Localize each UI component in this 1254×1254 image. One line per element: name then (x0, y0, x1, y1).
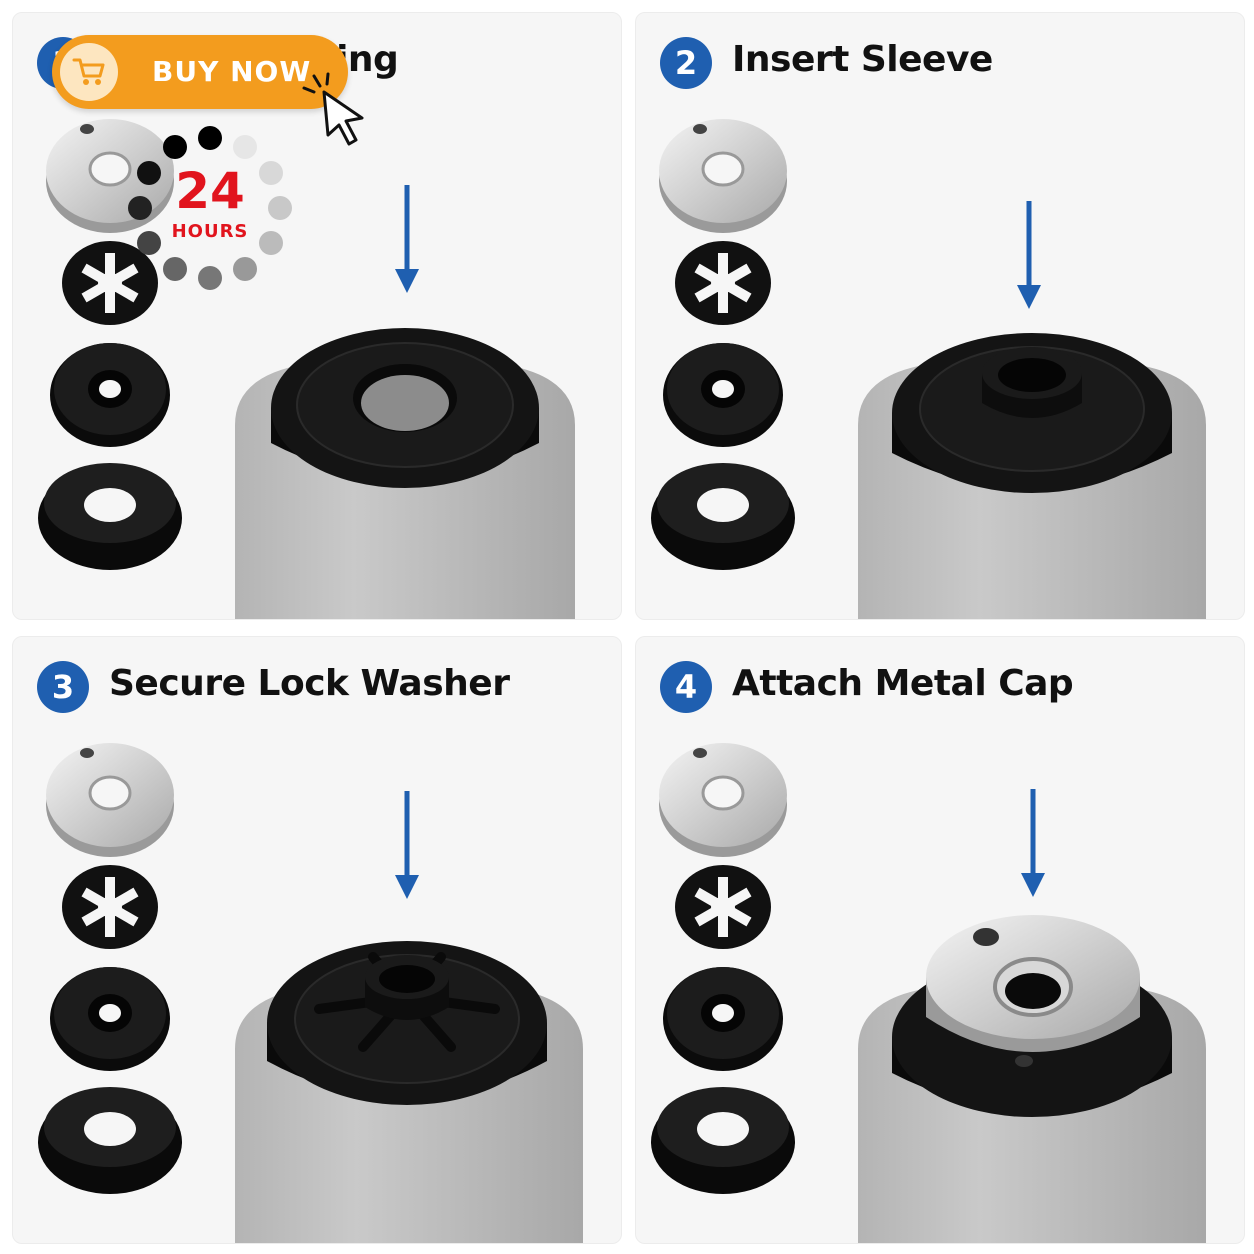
down-arrow-icon (1021, 789, 1045, 897)
countdown-value: 24 (175, 162, 245, 220)
countdown-dots-icon (128, 126, 292, 290)
step-3-illustration (36, 741, 583, 1243)
down-arrow-icon (1017, 201, 1041, 309)
step-number-badge: 3 (37, 661, 89, 713)
step-number-badge: 4 (660, 661, 712, 713)
step-panel-3: 3 Secure Lock Washer (12, 636, 622, 1244)
step-title: Attach Metal Cap (732, 663, 1074, 704)
cart-icon (60, 43, 118, 101)
step-panel-4: 4 Attach Metal Cap (635, 636, 1245, 1244)
down-arrow-icon (395, 185, 419, 293)
step-panel-2: 2 Insert Sleeve (635, 12, 1245, 620)
down-arrow-icon (395, 791, 419, 899)
step-1-illustration (36, 117, 575, 619)
cursor-icon (302, 72, 364, 146)
step-panel-1: 1 Install Bearing (12, 12, 622, 620)
step-number-badge: 2 (660, 37, 712, 89)
countdown-unit: HOURS (171, 221, 249, 242)
step-title: Secure Lock Washer (109, 663, 510, 704)
step-2-illustration (649, 117, 1206, 619)
countdown-timer: 24 HOURS (120, 118, 300, 298)
buy-now-label: BUY NOW (152, 55, 312, 88)
buy-now-button[interactable]: BUY NOW (52, 35, 348, 109)
step-4-illustration (649, 741, 1206, 1243)
step-title: Insert Sleeve (732, 39, 993, 80)
